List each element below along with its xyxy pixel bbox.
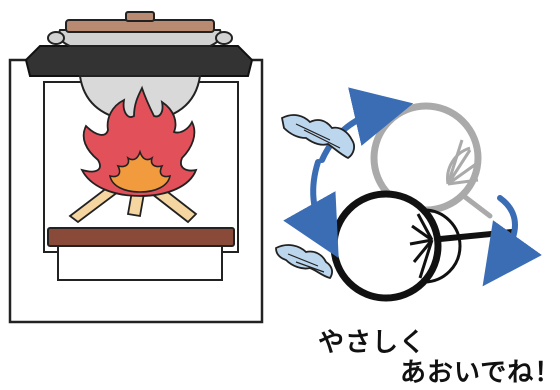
caption-line-2: あおいでね！ xyxy=(400,358,560,388)
pot-handle-left xyxy=(47,31,65,45)
wind-gust-lower-lines xyxy=(287,253,325,273)
grate-shelf xyxy=(47,227,235,247)
pot-handle-right xyxy=(215,31,233,45)
caption-line-1: やさしく xyxy=(318,328,427,358)
stove xyxy=(8,45,264,324)
arrow-top xyxy=(319,87,414,163)
uchiwa-fan-icon-black xyxy=(330,190,515,302)
wind-gust-lower xyxy=(275,244,333,280)
flame-inner xyxy=(108,149,172,193)
curved-arrow-icon xyxy=(283,87,542,287)
fan-black-ribs xyxy=(409,208,462,284)
pot-lid-knob xyxy=(125,11,155,22)
arrow-left xyxy=(283,159,339,259)
fire-icon xyxy=(68,85,198,224)
arrow-right xyxy=(482,195,542,287)
wind-gust-icon xyxy=(275,114,355,280)
fan-black-handle xyxy=(427,229,515,243)
flame-outer xyxy=(80,85,198,197)
wind-gust-upper-lines xyxy=(295,123,341,149)
fan-gray-ribs xyxy=(446,139,479,186)
ash-box xyxy=(57,245,223,281)
stove-top xyxy=(24,45,254,77)
fan-black-paddle xyxy=(330,190,442,302)
